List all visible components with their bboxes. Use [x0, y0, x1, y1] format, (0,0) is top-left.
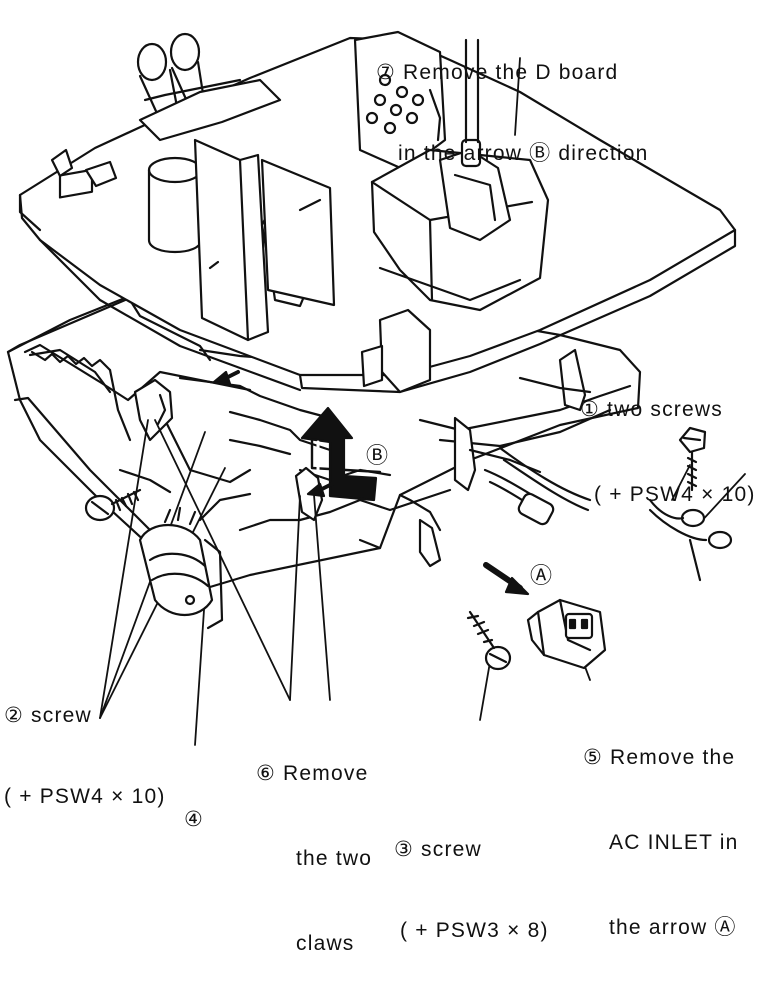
step6-line3: claws [296, 932, 355, 955]
step6-line1: ⑥ Remove [256, 762, 369, 785]
arrow-b-marker: Ⓑ [366, 443, 389, 468]
step1-line1: ① two screws [580, 398, 723, 421]
claw-arrow-left-icon [212, 370, 240, 386]
step5-line3: the arrow Ⓐ [609, 916, 737, 939]
step5-line2: AC INLET in [609, 831, 739, 854]
callout-step3: ③ screw ( + PSW3 × 8) [394, 782, 549, 971]
arrow-b-icon [300, 406, 382, 502]
step7-line1: ⑦ Remove the D board [376, 61, 619, 84]
screw-3-icon [466, 610, 512, 671]
callout-step4: ④ [184, 752, 204, 860]
claw-arrow-right-icon [306, 482, 334, 498]
d-board [18, 30, 737, 394]
step7-line2: in the arrow Ⓑ direction [398, 142, 649, 165]
disassembly-diagram [6, 30, 746, 746]
step6-line2: the two [296, 847, 373, 870]
arrow-a-icon [483, 562, 530, 596]
callout-step2: ② screw ( + PSW4 × 10) [4, 648, 166, 837]
callout-step1: ① two screws ( + PSW4 × 10) [576, 342, 756, 535]
callout-step6: ⑥ Remove the two claws [256, 706, 372, 984]
callout-step7: ⑦ Remove the D board in the arrow Ⓑ dire… [376, 5, 649, 194]
cable-clamp-icon [138, 506, 224, 630]
arrow-a-marker: Ⓐ [530, 563, 553, 588]
screw-2-icon [84, 488, 142, 522]
step5-line1: ⑤ Remove the [583, 746, 736, 769]
callout-step5: ⑤ Remove the AC INLET in the arrow Ⓐ [583, 690, 739, 968]
step2-line2: ( + PSW4 × 10) [4, 785, 166, 808]
step4-line1: ④ [184, 808, 205, 831]
step2-line1: ② screw [4, 704, 92, 727]
step3-line1: ③ screw [394, 838, 482, 861]
ac-inlet-icon [526, 598, 607, 670]
screw-1-icon [648, 426, 733, 582]
step1-line2: ( + PSW4 × 10) [594, 483, 756, 506]
step3-line2: ( + PSW3 × 8) [400, 919, 549, 942]
